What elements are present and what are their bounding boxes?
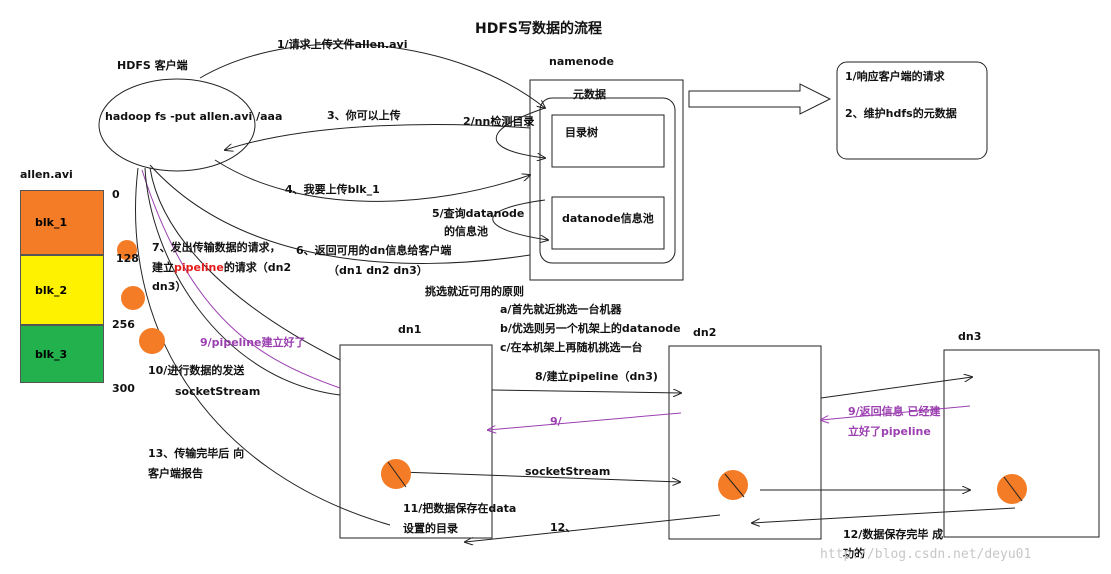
- step-2-label: 2/nn检测目录: [463, 115, 535, 128]
- watermark: http://blog.csdn.net/deyu01: [820, 547, 1032, 562]
- dn1-data-dot: [381, 459, 411, 489]
- client-command: hadoop fs -put allen.avi /aaa: [105, 110, 283, 123]
- arrow-dn2-dn3-top: [820, 377, 972, 399]
- namenode-label: namenode: [549, 55, 614, 68]
- transfer-dot-2: [121, 286, 145, 310]
- principle-b: b/优选则另一个机架上的datanode: [500, 322, 681, 335]
- dn2-box: [668, 345, 822, 540]
- step-11-label-a: 11/把数据保存在data: [403, 502, 517, 515]
- client-label: HDFS 客户端: [117, 59, 188, 72]
- arrow-step9-purple: [141, 169, 341, 389]
- block-3: blk_3: [20, 325, 104, 383]
- step-6-label-a: 6、返回可用的dn信息给客户端: [296, 244, 452, 257]
- arrow-step10: [144, 167, 341, 396]
- principle-title: 挑选就近可用的原则: [425, 285, 524, 298]
- socketstream-label: socketStream: [525, 465, 611, 478]
- offset-0: 0: [112, 188, 120, 201]
- arrow-step5-loop: [492, 199, 548, 240]
- arrow-step12: [465, 514, 721, 542]
- step-7-label-b: 建立pipeline的请求（dn2: [152, 261, 292, 274]
- arrow-step7: [149, 167, 341, 361]
- file-name: allen.avi: [20, 168, 73, 181]
- step-13-label-a: 13、传输完毕后 向: [148, 447, 245, 460]
- step-7-label-c: dn3）: [152, 280, 187, 293]
- arrow-step4: [214, 159, 530, 202]
- step-6-label-b: （dn1 dn2 dn3）: [328, 264, 428, 277]
- diagram-title: HDFS写数据的流程: [475, 21, 602, 37]
- step-9-short-label: 9/: [550, 415, 562, 428]
- step-10-label-b: socketStream: [175, 385, 261, 398]
- step-10-label-a: 10/进行数据的发送: [148, 364, 245, 377]
- step-1-label: 1/请求上传文件allen.avi: [277, 38, 408, 51]
- offset-300: 300: [112, 382, 135, 395]
- step-12-label: 12、: [550, 521, 577, 534]
- client-ellipse: [98, 78, 256, 172]
- step-9-dn3-label-a: 9/返回信息 已经建: [848, 405, 941, 418]
- dn2-label: dn2: [693, 326, 717, 339]
- arrow-dn3-dn2-purple: [821, 405, 971, 420]
- principle-a: a/首先就近挑选一台机器: [500, 303, 622, 316]
- transfer-dot-1: [117, 240, 137, 260]
- dn3-data-dot: [997, 474, 1027, 504]
- offset-128: 128: [116, 252, 139, 265]
- duty-2: 2、维护hdfs的元数据: [845, 107, 957, 120]
- step-11-label-b: 设置的目录: [403, 522, 458, 535]
- step-9-dn3-label-b: 立好了pipeline: [848, 425, 931, 438]
- duty-1: 1/响应客户端的请求: [845, 70, 945, 83]
- dn1-box: [339, 344, 493, 539]
- step-5-label-a: 5/查询datanode: [432, 207, 525, 220]
- step-13-label-b: 客户端报告: [148, 467, 203, 480]
- metadata-box: [539, 97, 676, 264]
- dir-tree-box: [551, 114, 665, 168]
- datanode-pool-box: [551, 196, 665, 250]
- step-9-label: 9/pipeline建立好了: [200, 336, 306, 349]
- dn2-data-dot: [718, 470, 748, 500]
- dn3-label: dn3: [958, 330, 982, 343]
- step-7-label-a: 7、发出传输数据的请求，: [152, 241, 281, 254]
- arrow-dn3-dn2-ack: [752, 507, 1016, 523]
- datanode-pool-label: datanode信息池: [562, 212, 654, 225]
- offset-256: 256: [112, 318, 135, 331]
- block-2: blk_2: [20, 255, 104, 325]
- block-1: blk_1: [20, 190, 104, 255]
- arrow-step2-loop: [496, 107, 545, 158]
- step-4-label: 4、我要上传blk_1: [285, 183, 380, 196]
- arrow-step9-dn2-dn1: [488, 412, 682, 430]
- arrow-step13: [135, 167, 391, 526]
- step-12-dn3-label-b: 功的: [843, 547, 865, 560]
- arrow-step3: [225, 123, 531, 150]
- arrow-socketstream: [399, 471, 680, 482]
- dir-tree-label: 目录树: [565, 126, 598, 139]
- arrow-step1: [199, 43, 545, 108]
- dn3-box: [943, 349, 1100, 538]
- namenode-box: [529, 79, 684, 281]
- step-12-dn3-label-a: 12/数据保存完毕 成: [843, 528, 944, 541]
- step-8-label: 8/建立pipeline（dn3): [535, 370, 658, 383]
- step-5-label-b: 的信息池: [444, 225, 488, 238]
- duties-box: [836, 61, 988, 160]
- transfer-dot-3: [139, 328, 165, 354]
- dn1-label: dn1: [398, 323, 422, 336]
- metadata-label: 元数据: [573, 88, 606, 101]
- arrow-step6: [149, 164, 531, 264]
- step-3-label: 3、你可以上传: [327, 109, 401, 122]
- principle-c: c/在本机架上再随机挑选一台: [500, 341, 643, 354]
- arrow-step8: [491, 390, 681, 393]
- namenode-duty-arrow: [688, 83, 832, 115]
